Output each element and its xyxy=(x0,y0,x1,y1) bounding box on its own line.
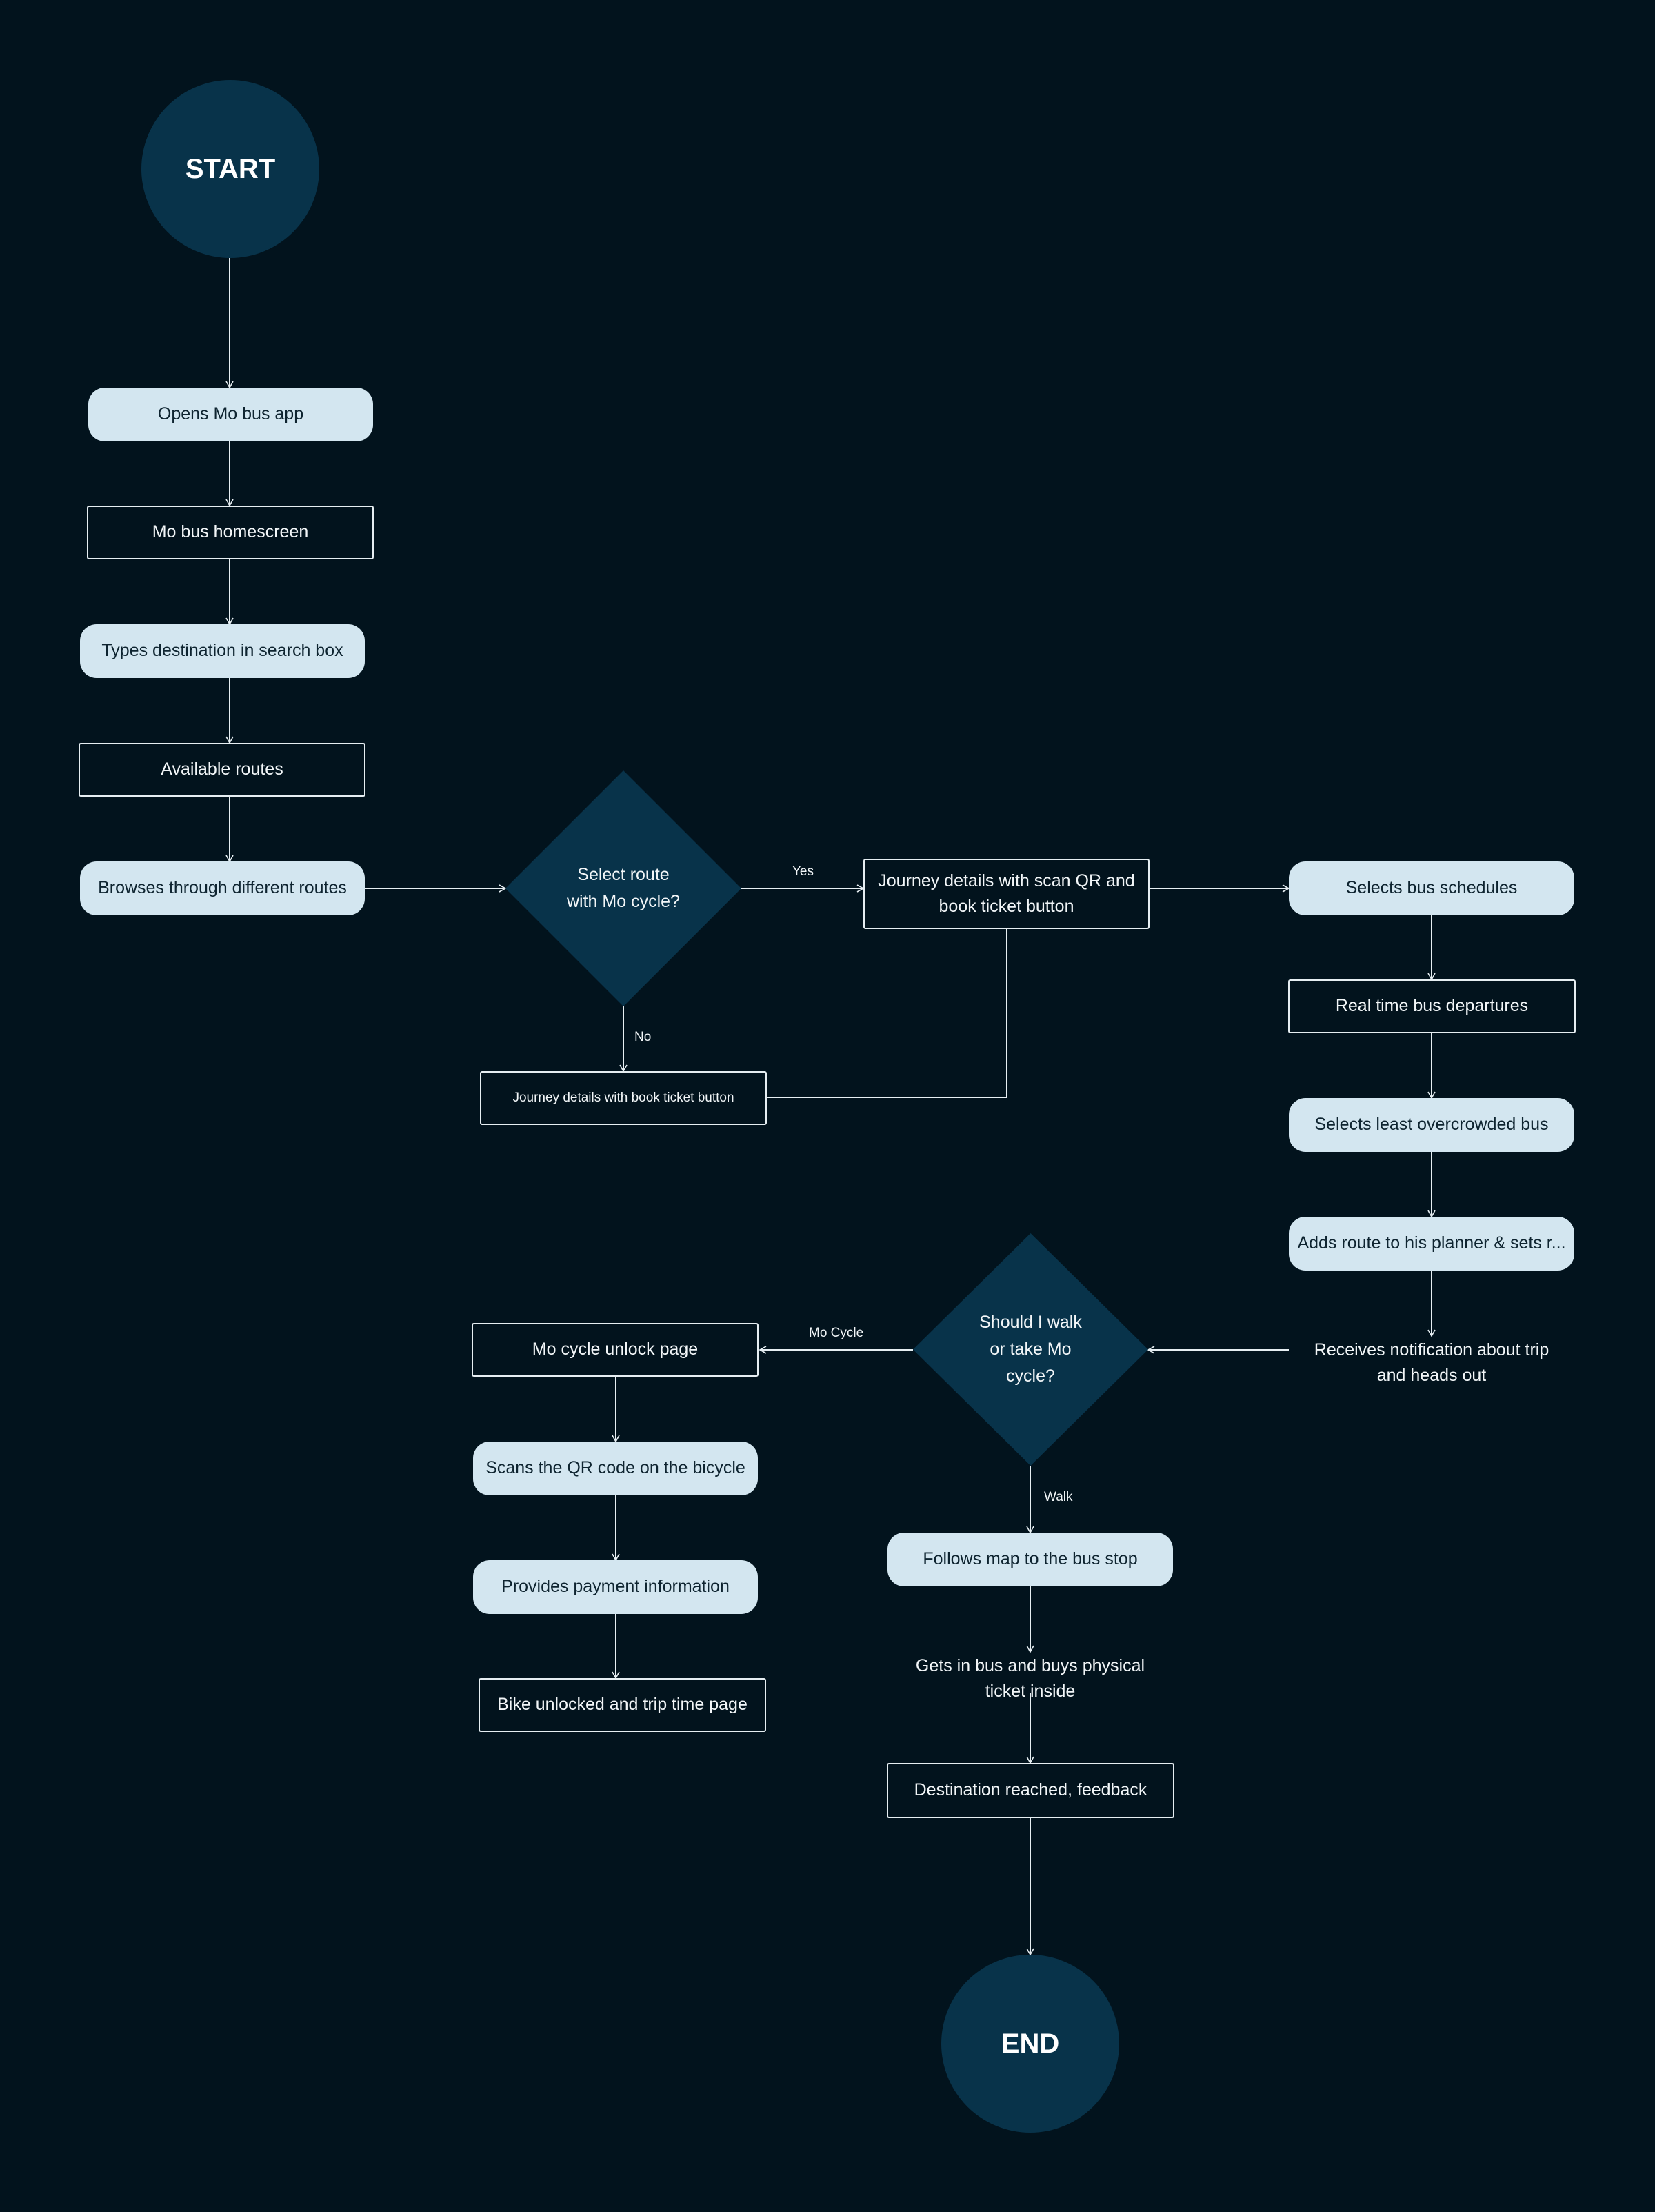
destination-reached-screen: Destination reached, feedback xyxy=(887,1763,1174,1818)
edge-label-mo-cycle: Mo Cycle xyxy=(809,1326,864,1340)
diamond-shape xyxy=(913,1233,1148,1466)
opens-app-step: Opens Mo bus app xyxy=(88,388,373,441)
types-destination-step: Types destination in search box xyxy=(80,624,365,678)
journey-book-ticket-screen: Journey details with book ticket button xyxy=(480,1071,767,1125)
start-node: START xyxy=(141,80,319,258)
homescreen-screen: Mo bus homescreen xyxy=(87,506,374,559)
realtime-departures-screen: Real time bus departures xyxy=(1288,979,1576,1033)
end-node: END xyxy=(941,1955,1119,2133)
walk-or-cycle-question: Should I walk or take Mo cycle? xyxy=(979,1313,1082,1386)
edge-label-walk: Walk xyxy=(1044,1490,1073,1504)
follows-map-step: Follows map to the bus stop xyxy=(887,1533,1173,1586)
journey-scan-qr-screen: Journey details with scan QR and book ti… xyxy=(863,859,1150,929)
browses-routes-step: Browses through different routes xyxy=(80,861,365,915)
least-crowded-step: Selects least overcrowded bus xyxy=(1289,1098,1574,1152)
edge-label-no: No xyxy=(634,1030,652,1044)
payment-info-step: Provides payment information xyxy=(473,1560,758,1614)
adds-route-step: Adds route to his planner & sets r... xyxy=(1289,1217,1574,1271)
selects-schedules-step: Selects bus schedules xyxy=(1289,861,1574,915)
edge-label-yes: Yes xyxy=(792,864,814,879)
edge-book-ticket-to-journey xyxy=(767,916,1011,1098)
diamond-shape xyxy=(505,770,741,1006)
scans-qr-step: Scans the QR code on the bicycle xyxy=(473,1442,758,1495)
bike-unlocked-screen: Bike unlocked and trip time page xyxy=(479,1678,766,1732)
available-routes-screen: Available routes xyxy=(79,743,365,797)
cycle-unlock-screen: Mo cycle unlock page xyxy=(472,1323,759,1377)
receives-notification-step: Receives notification about trip and hea… xyxy=(1314,1339,1549,1386)
buys-ticket-step: Gets in bus and buys physical ticket ins… xyxy=(915,1655,1145,1702)
select-route-question: Select route with Mo cycle? xyxy=(567,865,680,911)
select-route-decision: Select route with Mo cycle? xyxy=(505,770,741,1006)
walk-or-cycle-decision: Should I walk or take Mo cycle? xyxy=(913,1233,1148,1466)
